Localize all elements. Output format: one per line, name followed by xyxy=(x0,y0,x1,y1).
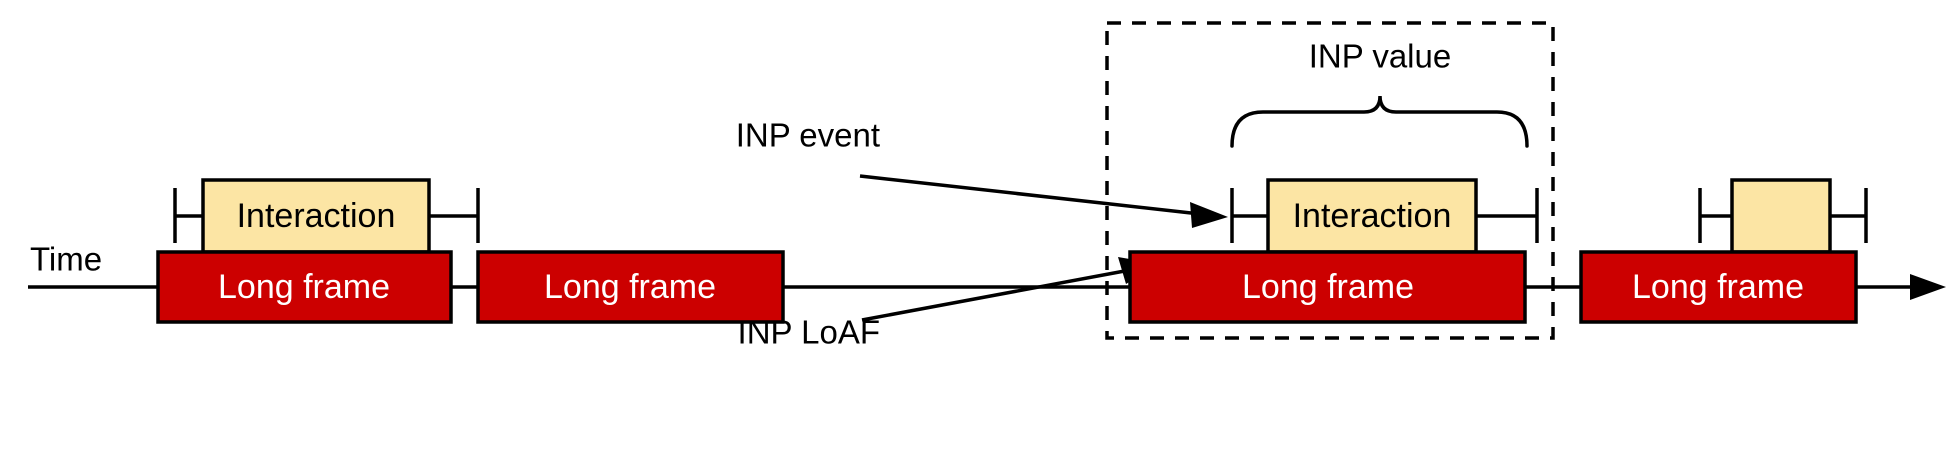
inp-value-brace xyxy=(1230,95,1529,148)
long-frame-2-label: Long frame xyxy=(544,268,716,306)
time-axis-label: Time xyxy=(30,241,102,278)
interaction-1-label: Interaction xyxy=(237,197,396,235)
long-frame-1[interactable]: Long frame xyxy=(156,250,453,324)
long-frame-3-box[interactable] xyxy=(1128,250,1527,324)
inp-event-label: INP event xyxy=(736,117,880,154)
inp-value-label: INP value xyxy=(1309,38,1451,75)
long-frame-1-label: Long frame xyxy=(218,268,390,306)
long-frame-3[interactable]: Long frame xyxy=(1128,250,1527,324)
interaction-3-box[interactable] xyxy=(1730,178,1832,254)
long-frame-3-label: Long frame xyxy=(1242,268,1414,306)
interaction-1[interactable]: Interaction xyxy=(201,178,431,254)
interaction-2-label: Interaction xyxy=(1293,197,1452,235)
long-frame-1-box[interactable] xyxy=(156,250,453,324)
inp-loaf-label: INP LoAF xyxy=(738,314,880,351)
inp-dashed-box xyxy=(1105,21,1555,340)
interaction-2[interactable]: Interaction xyxy=(1266,178,1478,254)
long-frame-4-label: Long frame xyxy=(1632,268,1804,306)
interaction-2-whiskers xyxy=(1230,188,1539,243)
long-frame-2-box[interactable] xyxy=(476,250,785,324)
interaction-3[interactable] xyxy=(1730,178,1832,254)
long-frame-4-box[interactable] xyxy=(1579,250,1858,324)
interaction-2-box[interactable] xyxy=(1266,178,1478,254)
long-frame-4[interactable]: Long frame xyxy=(1579,250,1858,324)
interaction-1-whiskers xyxy=(173,188,480,243)
long-frame-2[interactable]: Long frame xyxy=(476,250,785,324)
interaction-3-whiskers xyxy=(1698,188,1868,243)
time-axis-arrowhead xyxy=(1910,274,1946,300)
inp-event-arrow xyxy=(859,174,1228,228)
